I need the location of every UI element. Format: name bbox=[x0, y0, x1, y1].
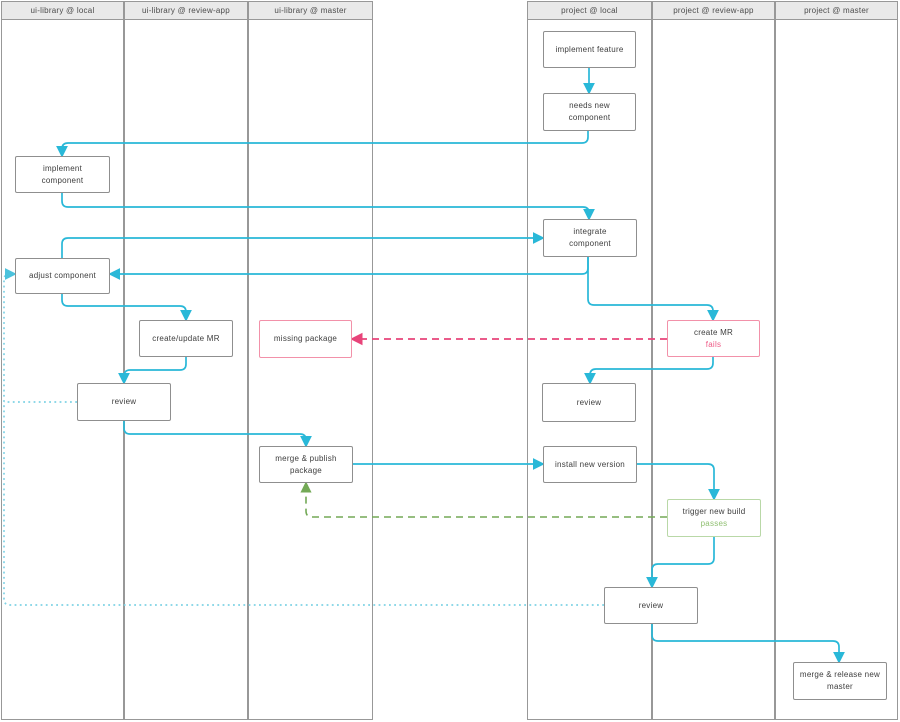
node-label: merge & release new master bbox=[799, 670, 881, 691]
node-create-mr: create MR fails bbox=[667, 320, 760, 357]
lane-title: project @ local bbox=[561, 6, 618, 15]
node-review-project: review bbox=[542, 383, 636, 422]
lane-uilib-master: ui-library @ master bbox=[248, 1, 373, 720]
node-label: review bbox=[576, 397, 602, 407]
node-merge-publish-package: merge & publish package bbox=[259, 446, 353, 483]
lane-header-project-local: project @ local bbox=[528, 2, 651, 20]
lane-header-uilib-review-app: ui-library @ review-app bbox=[125, 2, 247, 20]
node-label: review bbox=[638, 600, 664, 610]
node-label: review bbox=[111, 397, 137, 406]
lane-title: ui-library @ master bbox=[274, 6, 347, 15]
lane-header-uilib-local: ui-library @ local bbox=[2, 2, 123, 20]
node-missing-package: missing package bbox=[259, 320, 352, 358]
node-needs-new-component: needs new component bbox=[543, 93, 636, 131]
lane-project-master: project @ master bbox=[775, 1, 898, 720]
node-review-uilib: review bbox=[77, 383, 171, 421]
node-implement-feature: implement feature bbox=[543, 31, 636, 68]
lane-header-project-review-app: project @ review-app bbox=[653, 2, 774, 20]
node-label: integrate component bbox=[569, 227, 611, 248]
lane-header-project-master: project @ master bbox=[776, 2, 897, 20]
node-implement-component: implement component bbox=[15, 156, 110, 193]
node-trigger-new-build: trigger new build passes bbox=[667, 499, 761, 537]
node-install-new-version: install new version bbox=[543, 446, 637, 483]
node-label: create/update MR bbox=[152, 333, 220, 343]
lane-title: project @ review-app bbox=[673, 6, 754, 15]
node-status-label: fails bbox=[705, 339, 722, 349]
node-adjust-component: adjust component bbox=[15, 258, 110, 294]
lane-uilib-local: ui-library @ local bbox=[1, 1, 124, 720]
node-merge-release-master: merge & release new master bbox=[793, 662, 887, 700]
node-label: implement component bbox=[41, 163, 84, 185]
lane-header-uilib-master: ui-library @ master bbox=[249, 2, 372, 20]
node-label: adjust component bbox=[29, 271, 96, 280]
lane-title: project @ master bbox=[804, 6, 869, 15]
node-label: merge & publish package bbox=[275, 453, 337, 475]
node-status-label: passes bbox=[700, 519, 728, 528]
node-label: needs new component bbox=[568, 101, 611, 122]
node-create-update-mr: create/update MR bbox=[139, 320, 233, 357]
lane-title: ui-library @ local bbox=[30, 6, 95, 15]
node-label: install new version bbox=[555, 459, 625, 469]
node-review-both: review bbox=[604, 587, 698, 624]
node-label: implement feature bbox=[555, 44, 624, 54]
lane-title: ui-library @ review-app bbox=[142, 6, 230, 15]
node-label: missing package bbox=[273, 334, 338, 343]
node-label: create MR bbox=[693, 327, 734, 337]
lane-uilib-review-app: ui-library @ review-app bbox=[124, 1, 248, 720]
node-label: trigger new build bbox=[682, 507, 746, 516]
node-integrate-component: integrate component bbox=[543, 219, 637, 257]
